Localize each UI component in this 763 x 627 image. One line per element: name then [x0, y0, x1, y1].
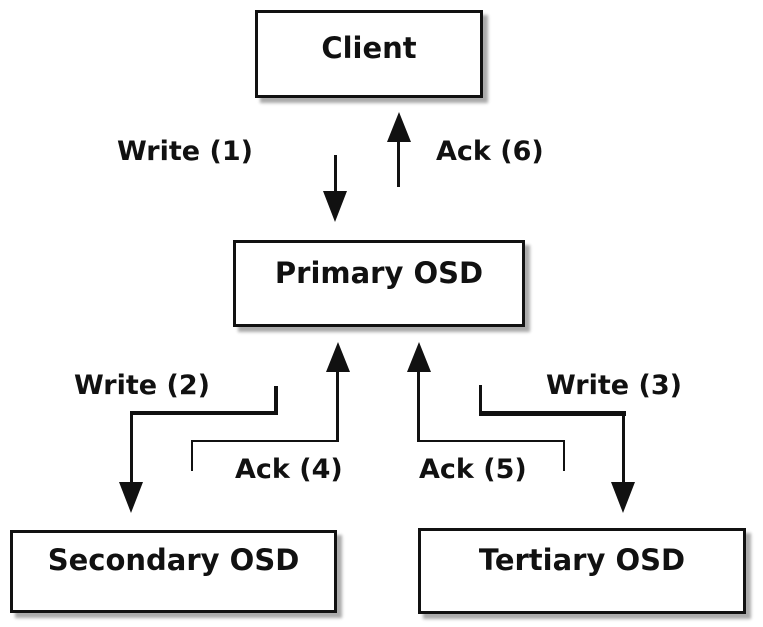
edge-label-ack-5: Ack (5)	[419, 454, 527, 485]
edge-label-write-2: Write (2)	[74, 370, 210, 401]
ack-4-arrowhead-up-icon	[326, 342, 350, 372]
write-2-arrow-stub	[274, 386, 278, 414]
write-1-arrow-line	[334, 155, 337, 193]
ack-4-arrow-horizontal	[191, 440, 339, 442]
write-1-arrowhead-down-icon	[323, 191, 347, 222]
ack-4-arrow-stub	[191, 440, 193, 471]
write-2-arrowhead-down-icon	[119, 482, 143, 513]
node-client-label: Client	[321, 31, 417, 65]
write-3-arrow-stub	[479, 385, 482, 413]
ack-5-arrowhead-up-icon	[407, 342, 431, 372]
ack-4-arrow-vertical	[336, 370, 339, 442]
write-3-arrowhead-down-icon	[611, 482, 635, 513]
node-client: Client	[255, 10, 483, 98]
edge-label-write-1: Write (1)	[117, 136, 253, 167]
edge-label-write-3: Write (3)	[546, 370, 682, 401]
ack-5-arrow-stub	[563, 440, 565, 471]
node-secondary-osd: Secondary OSD	[10, 530, 337, 613]
node-secondary-osd-label: Secondary OSD	[47, 543, 300, 577]
ack-5-arrow-vertical	[417, 370, 420, 442]
write-3-arrow-horizontal	[479, 411, 626, 416]
write-2-arrow-horizontal	[130, 411, 278, 415]
ack-6-arrowhead-up-icon	[387, 112, 411, 142]
ack-5-arrow-horizontal	[418, 440, 565, 442]
write-2-arrow-vertical	[130, 413, 133, 483]
edge-label-ack-6: Ack (6)	[436, 136, 544, 167]
node-primary-osd: Primary OSD	[233, 240, 525, 327]
write-3-arrow-vertical	[622, 413, 625, 483]
node-tertiary-osd-label: Tertiary OSD	[478, 543, 686, 577]
node-primary-osd-label: Primary OSD	[274, 256, 484, 290]
edge-label-ack-4: Ack (4)	[235, 454, 343, 485]
node-tertiary-osd: Tertiary OSD	[418, 528, 746, 614]
ack-6-arrow-line	[397, 140, 400, 187]
